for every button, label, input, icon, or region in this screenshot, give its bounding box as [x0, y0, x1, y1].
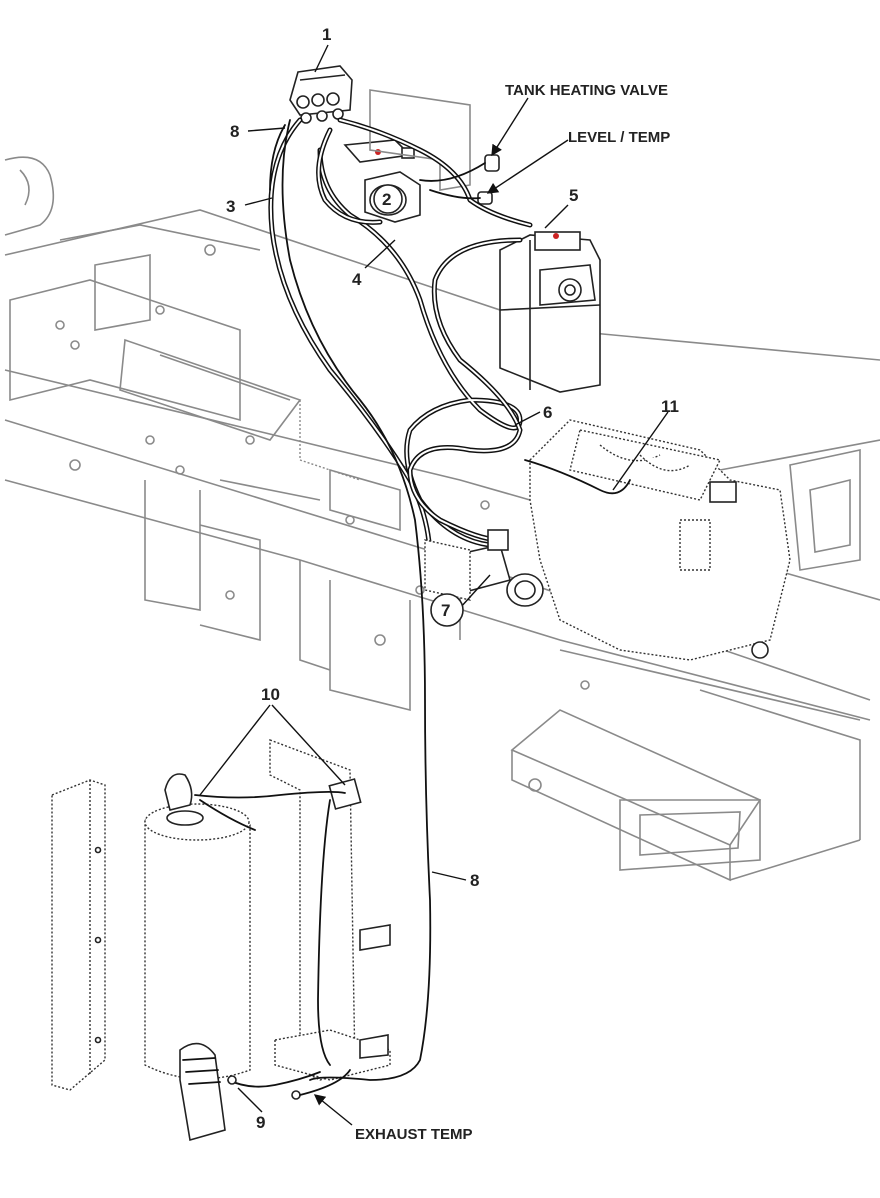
coolant-hoses [268, 117, 533, 563]
callout-7: 7 [441, 601, 450, 620]
callout-2: 2 [382, 190, 391, 209]
callout-8-bottom: 8 [470, 871, 479, 890]
callout-5: 5 [569, 186, 578, 205]
wire-harness [194, 119, 631, 1100]
callout-10: 10 [261, 685, 280, 704]
callout-1: 1 [322, 25, 331, 44]
dosing-module [424, 529, 544, 607]
label-tank-heating-valve: TANK HEATING VALVE [505, 82, 668, 99]
ecm-connector-block [289, 65, 353, 124]
def-tank [529, 419, 791, 661]
callout-4: 4 [352, 270, 362, 289]
callout-circle-2 [373, 184, 403, 214]
def-supply-module [499, 231, 601, 393]
callout-3: 3 [226, 197, 235, 216]
chassis-frame [4, 156, 880, 882]
callout-9: 9 [256, 1113, 265, 1132]
callout-8-top: 8 [230, 122, 239, 141]
callout-circle-7 [430, 593, 464, 627]
label-level-temp: LEVEL / TEMP [568, 129, 670, 146]
leader-lines [199, 44, 669, 1126]
callout-11: 11 [661, 397, 679, 416]
callout-6: 6 [543, 403, 552, 422]
label-exhaust-temp: EXHAUST TEMP [355, 1126, 473, 1143]
